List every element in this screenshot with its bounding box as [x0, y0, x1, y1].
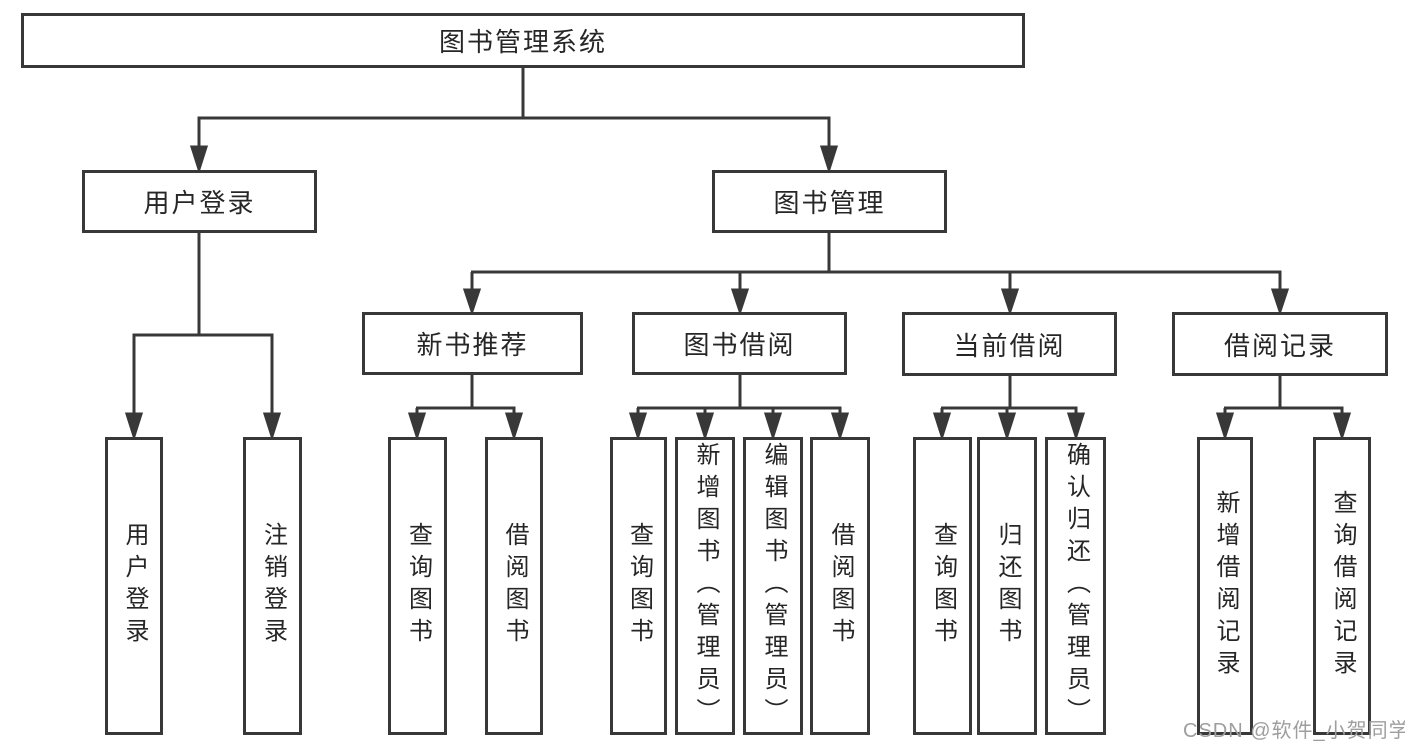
leaf-bb-edit-books-admin: 编辑图书（管理员）: [743, 437, 803, 735]
arrowhead: [695, 412, 715, 441]
arrowhead: [997, 412, 1017, 441]
arrowhead: [1215, 412, 1235, 441]
arrowhead: [1066, 412, 1086, 441]
node-new-book-recommend: 新书推荐: [362, 312, 583, 375]
leaf-bb-borrow-books: 借阅图书: [810, 437, 870, 735]
leaf-cb-return-books: 归还图书: [977, 437, 1037, 735]
arrowhead: [407, 412, 427, 441]
leaf-bb-add-books-admin: 新增图书（管理员）: [675, 437, 735, 735]
node-borrowing-records: 借阅记录: [1172, 312, 1388, 376]
arrowhead: [189, 145, 209, 174]
leaf-nbr-query-books: 查询图书: [388, 437, 447, 735]
leaf-logout: 注销登录: [243, 437, 302, 735]
leaf-bb-query-books: 查询图书: [610, 437, 667, 735]
leaf-br-add-record: 新增借阅记录: [1197, 437, 1253, 735]
arrowhead: [262, 412, 282, 441]
arrowhead: [628, 412, 648, 441]
arrowhead: [1332, 412, 1352, 441]
arrowhead: [1000, 288, 1020, 316]
leaf-cb-query-books: 查询图书: [913, 437, 972, 735]
arrowhead: [124, 412, 144, 441]
node-book-borrowing: 图书借阅: [632, 312, 847, 375]
arrowhead: [462, 288, 482, 316]
arrowhead: [504, 412, 524, 441]
node-book-management: 图书管理: [712, 170, 947, 233]
node-current-borrowing: 当前借阅: [902, 312, 1117, 376]
leaf-cb-confirm-return-admin: 确认归还（管理员）: [1045, 437, 1106, 735]
leaf-nbr-borrow-books: 借阅图书: [485, 437, 543, 735]
node-user-login: 用户登录: [82, 170, 317, 233]
node-library-system: 图书管理系统: [21, 13, 1025, 68]
watermark: CSDN @软件_小贺同学: [1183, 720, 1405, 742]
arrowhead: [1270, 288, 1290, 316]
arrowhead: [819, 145, 839, 174]
leaf-user-login: 用户登录: [105, 437, 163, 735]
arrowhead: [932, 412, 952, 441]
arrowhead: [830, 412, 850, 441]
leaf-br-query-record: 查询借阅记录: [1313, 437, 1371, 735]
arrowhead: [730, 288, 750, 316]
arrowhead: [763, 412, 783, 441]
